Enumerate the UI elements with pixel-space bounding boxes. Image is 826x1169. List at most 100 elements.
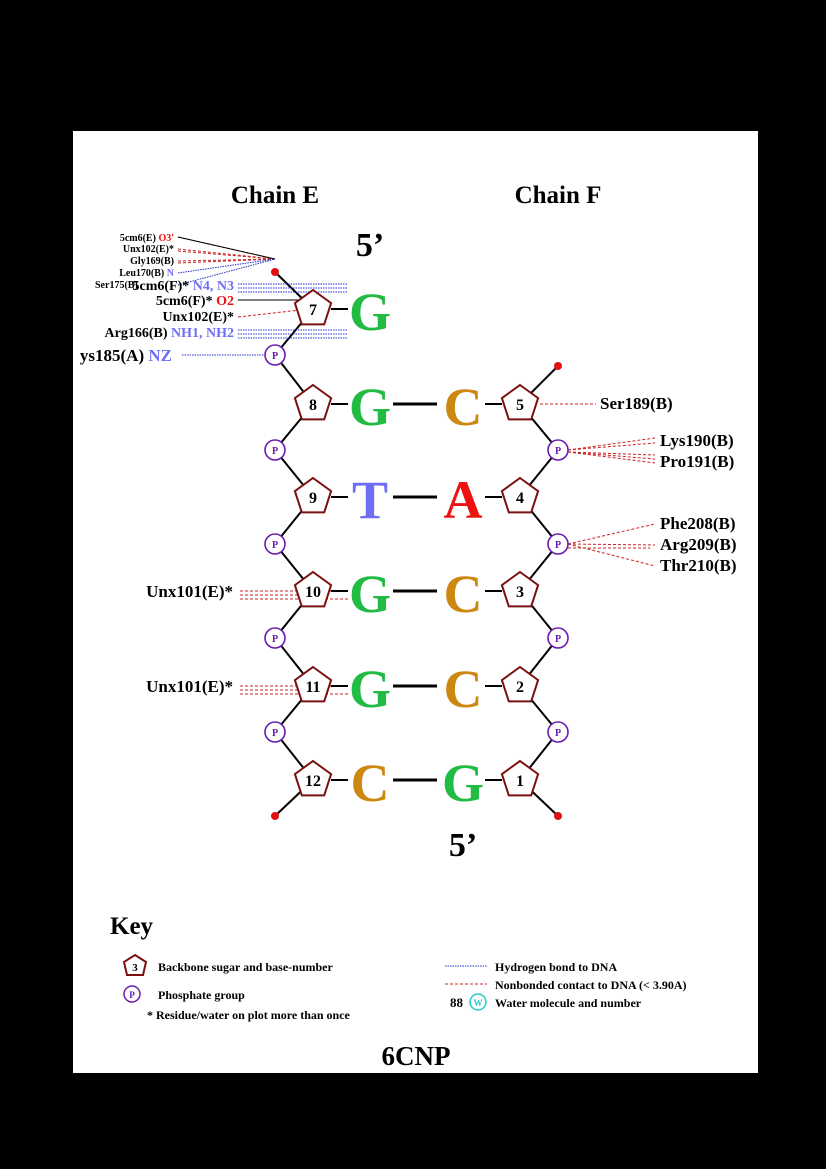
- nucleotide-left-11-number: 11: [305, 679, 320, 696]
- nucleotide-right-3-sugar-pentagon-icon: [500, 570, 540, 608]
- phosphate-left-1-symbol: P: [272, 351, 278, 362]
- nucleotide-left-9-number: 9: [309, 490, 317, 507]
- residue-label-unx102: Unx102(E)*: [162, 310, 234, 325]
- residue-label-arg166: Arg166(B) NH1, NH2: [105, 326, 235, 341]
- nucleotide-right-4-sugar-pentagon-icon: [500, 476, 540, 514]
- nucleotide-left-8-sugar-pentagon-icon: [293, 383, 333, 421]
- base-letter-right: G: [442, 753, 484, 813]
- five-prime-top: 5’: [356, 227, 384, 264]
- phosphate-left-1: [264, 344, 286, 366]
- nucleotide-left-7-number: 7: [309, 302, 317, 319]
- base-letter-right: A: [444, 470, 483, 530]
- nucleotide-left-12-number: 12: [305, 773, 321, 790]
- nucleotide-right-3-number: 3: [516, 584, 524, 601]
- hydrogen-bond-line: [177, 258, 276, 286]
- nucleotide-left-11-sugar-pentagon-icon: [293, 665, 333, 703]
- phosphate-right-1: [547, 439, 569, 461]
- key-sugar-number: 3: [132, 962, 138, 974]
- key-hbond-text: Hydrogen bond to DNA: [495, 960, 617, 974]
- key-water-text: Water molecule and number: [495, 996, 642, 1010]
- base-letter-left: G: [349, 659, 391, 719]
- chain-f-title: Chain F: [515, 182, 602, 209]
- nucleotide-right-5-sugar-pentagon-icon: [500, 383, 540, 421]
- residue-label-lys190: Lys190(B): [660, 431, 734, 450]
- nonbonded-contact-line: [567, 442, 656, 451]
- key-sugar-text: Backbone sugar and base-number: [158, 960, 333, 974]
- residue-label-5cm6-f-o2: 5cm6(F)* O2: [156, 294, 234, 309]
- key-phosphate-symbol: P: [129, 990, 135, 1000]
- nucleotide-left-10-number: 10: [305, 584, 321, 601]
- residue-label-thr210: Thr210(B): [660, 556, 737, 575]
- nonbonded-contact-line: [567, 451, 656, 460]
- residue-label-gly169: Gly169(B): [130, 256, 174, 267]
- key-water-icon: [469, 993, 487, 1011]
- nucleotide-left-12-sugar-pentagon-icon: [293, 759, 333, 797]
- nucleotide-right-4-number: 4: [516, 490, 524, 507]
- key-water-number: 88: [450, 995, 464, 1010]
- residue-label-ser175: Ser175(B): [95, 280, 138, 291]
- phosphate-left-3-symbol: P: [272, 540, 278, 551]
- terminal-dot: [271, 812, 279, 820]
- phosphate-right-3-symbol: P: [555, 634, 561, 645]
- five-prime-bottom: 5’: [449, 827, 477, 864]
- phosphate-right-2-symbol: P: [555, 540, 561, 551]
- key-legend: Key 3 Backbone sugar and base-number P P…: [110, 913, 687, 1022]
- residue-label-leu170: Leu170(B) N: [119, 268, 175, 279]
- key-asterisk-text: * Residue/water on plot more than once: [147, 1008, 351, 1022]
- residue-label-ser189: Ser189(B): [600, 394, 673, 413]
- phosphate-right-3: [547, 627, 569, 649]
- residue-label-pro191: Pro191(B): [660, 452, 734, 471]
- nucleotide-left-7-sugar-pentagon-icon: [293, 288, 333, 326]
- base-letter-left: G: [349, 564, 391, 624]
- chain-e-title: Chain E: [231, 182, 319, 209]
- phosphate-left-3: [264, 533, 286, 555]
- nonbonded-contact-line: [177, 258, 276, 264]
- key-phosphate-icon: [123, 985, 141, 1003]
- pdb-id-title: 6CNP: [382, 1041, 451, 1071]
- phosphate-left-5-symbol: P: [272, 728, 278, 739]
- terminal-dot: [554, 812, 562, 820]
- residue-label-lys185: ys185(A) NZ: [80, 346, 172, 365]
- base-letter-left: G: [349, 282, 391, 342]
- residue-label-5cm6-f-n: 5cm6(F)* N4, N3: [133, 279, 235, 294]
- key-phosphate-text: Phosphate group: [158, 988, 245, 1002]
- phosphate-right-4: [547, 721, 569, 743]
- nonbonded-contact-line: [567, 543, 656, 546]
- base-letter-left: G: [349, 377, 391, 437]
- key-sugar-pentagon-icon: [122, 953, 148, 976]
- key-nonbonded-text: Nonbonded contact to DNA (< 3.90A): [495, 978, 687, 992]
- phosphate-left-2: [264, 439, 286, 461]
- residue-label-unx101-b: Unx101(E)*: [146, 677, 233, 696]
- left-residue-labels: 5cm6(E) O3' Unx102(E)* Gly169(B) Leu170(…: [80, 233, 234, 696]
- residue-label-phe208: Phe208(B): [660, 514, 736, 533]
- phosphate-left-2-symbol: P: [272, 446, 278, 457]
- terminal-dot: [554, 362, 562, 370]
- nucleotide-left-8-number: 8: [309, 397, 317, 414]
- phosphate-right-2: [547, 533, 569, 555]
- hydrogen-bond-line: [177, 258, 276, 274]
- residue-label-arg209: Arg209(B): [660, 535, 736, 554]
- key-title: Key: [110, 913, 154, 940]
- right-residue-labels: Ser189(B) Lys190(B) Pro191(B) Phe208(B) …: [600, 394, 737, 575]
- nucleotide-right-5-number: 5: [516, 397, 524, 414]
- phosphate-right-1-symbol: P: [555, 446, 561, 457]
- nucleotide-right-2-sugar-pentagon-icon: [500, 665, 540, 703]
- terminal-dot: [271, 268, 279, 276]
- nonbonded-contact-line: [177, 250, 276, 260]
- phosphate-left-4: [264, 627, 286, 649]
- phosphate-left-4-symbol: P: [272, 634, 278, 645]
- base-letter-left: C: [351, 753, 390, 813]
- base-letter-right: C: [444, 377, 483, 437]
- base-letter-right: C: [444, 659, 483, 719]
- plot-panel: [73, 131, 758, 1073]
- nucleotide-right-1-number: 1: [516, 773, 524, 790]
- base-letter-left: T: [352, 470, 388, 530]
- nucleotide-right-2-number: 2: [516, 679, 524, 696]
- nonbonded-contact-line: [567, 451, 656, 456]
- nucleotide-left-10-sugar-pentagon-icon: [293, 570, 333, 608]
- nonbonded-contact-line: [237, 309, 301, 318]
- nucleotide-left-9-sugar-pentagon-icon: [293, 476, 333, 514]
- residue-label-5cm6-e: 5cm6(E) O3': [120, 233, 174, 244]
